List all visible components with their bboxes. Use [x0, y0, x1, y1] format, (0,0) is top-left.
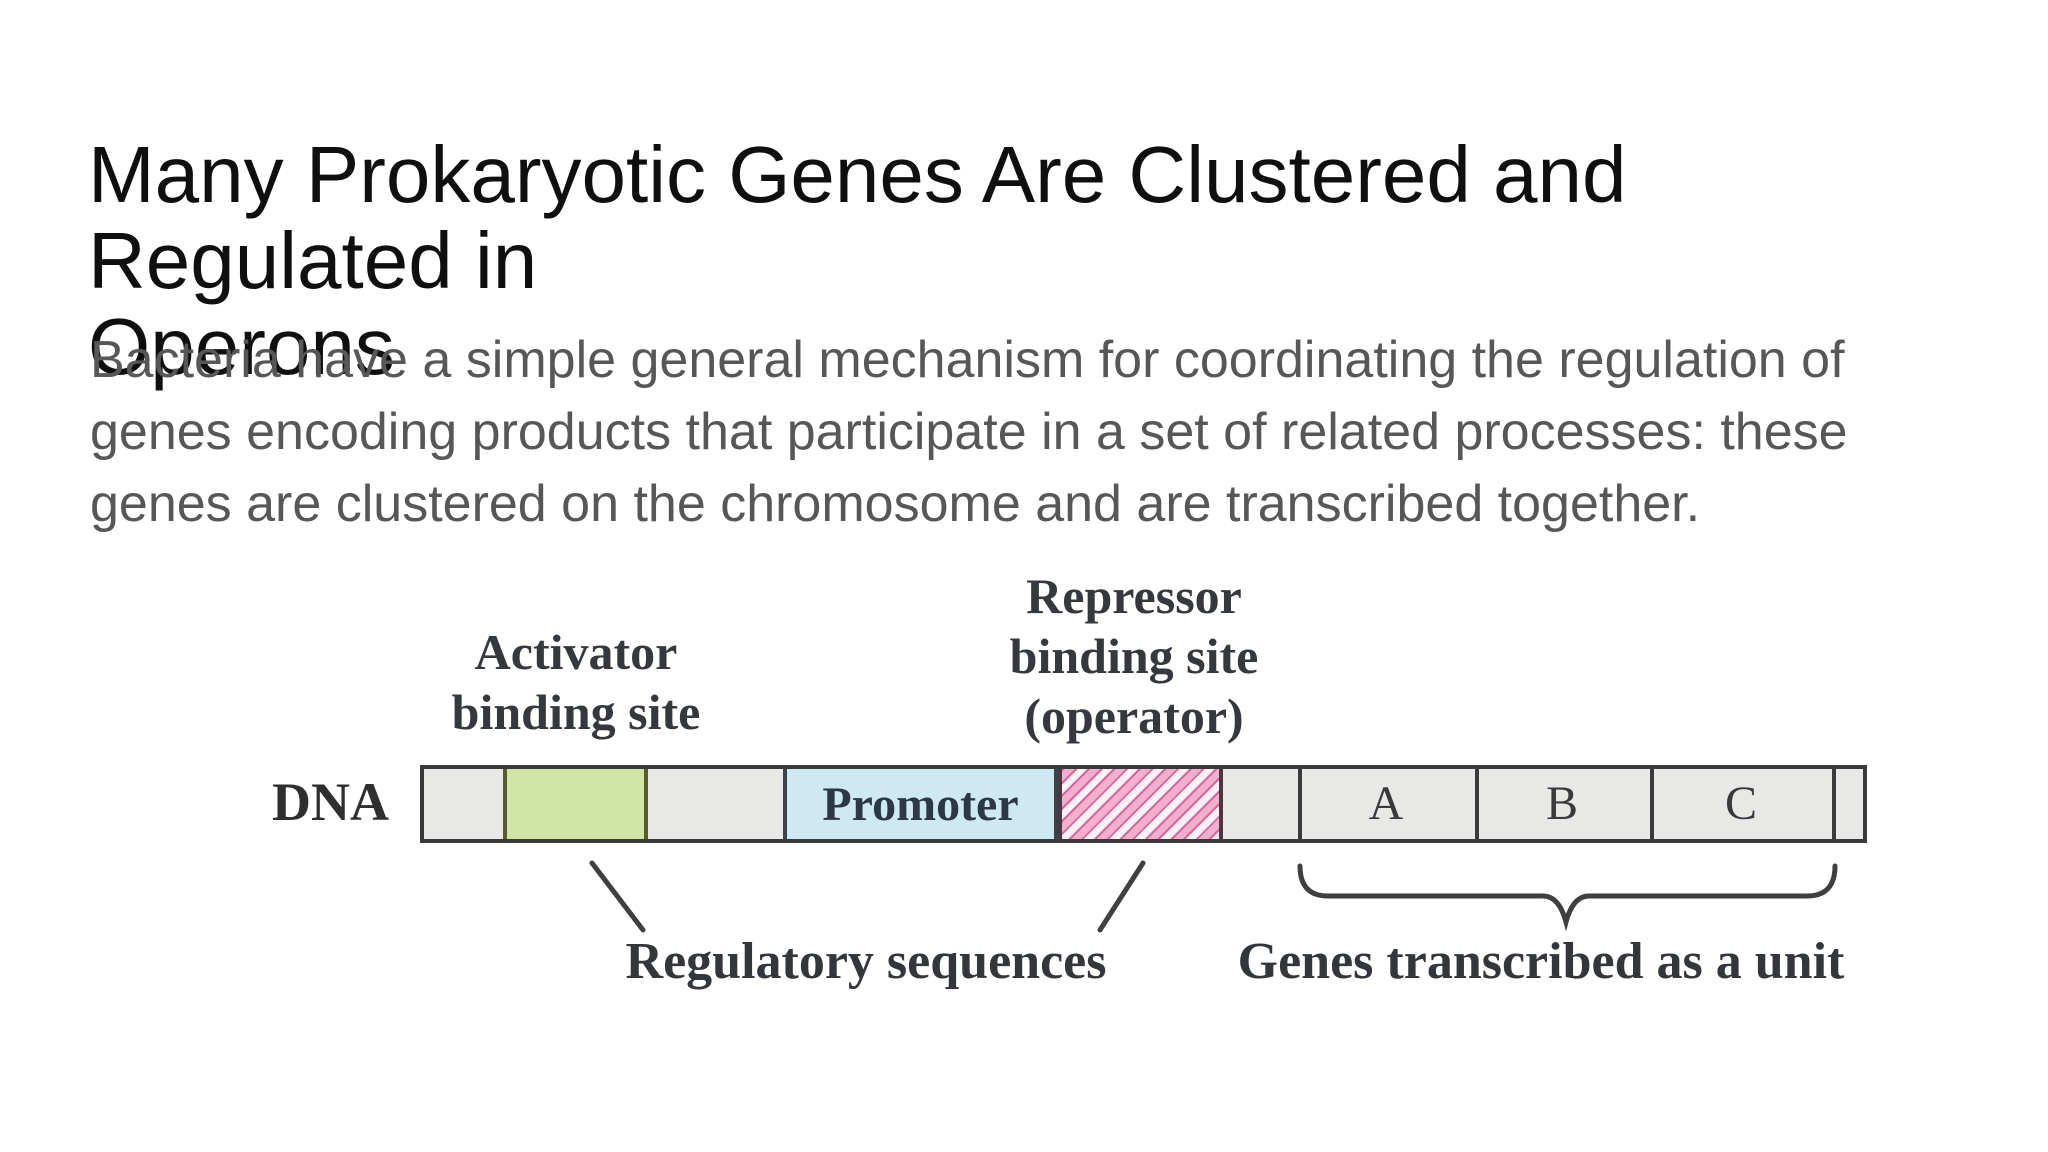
- repressor-binding-site-label: Repressor binding site (operator): [1009, 568, 1259, 744]
- genes-brace: [1297, 863, 1838, 932]
- gene-divider: [1650, 769, 1654, 839]
- slide-body-paragraph: Bacteria have a simple general mechanism…: [90, 331, 1848, 533]
- gene-divider: [1832, 769, 1836, 839]
- regulatory-sequences-caption: Regulatory sequences: [625, 933, 1107, 990]
- regulatory-leader-line-right: [1097, 860, 1146, 933]
- dna-label: DNA: [272, 772, 389, 832]
- gene-divider: [1475, 769, 1479, 839]
- operator-hatched-box: [1058, 769, 1223, 839]
- promoter-box: Promoter: [783, 769, 1058, 839]
- activator-binding-site-label: Activator binding site: [451, 624, 701, 740]
- gene-divider: [1298, 769, 1302, 839]
- regulatory-leader-line-left: [589, 860, 646, 933]
- dna-bar: Promoter A B C: [420, 765, 1867, 843]
- genes-transcribed-caption: Genes transcribed as a unit: [1237, 933, 1845, 990]
- gene-c-label: C: [1724, 777, 1757, 830]
- gene-b-label: B: [1545, 777, 1578, 830]
- gene-a-label: A: [1368, 777, 1404, 830]
- activator-binding-site-box: [503, 769, 648, 839]
- slide-title: Many Prokaryotic Genes Are Clustered and…: [88, 129, 1627, 391]
